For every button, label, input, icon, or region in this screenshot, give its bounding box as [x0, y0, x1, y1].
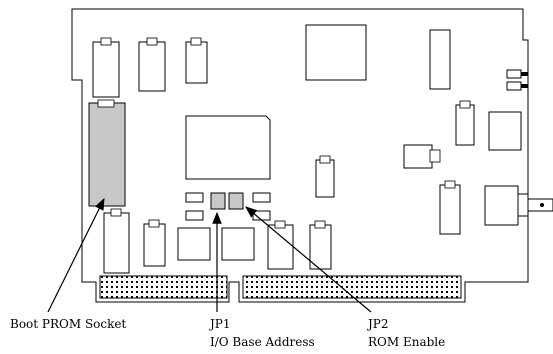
bnc-connector — [484, 185, 553, 226]
callout-jp2 — [245, 206, 372, 313]
chip-bottom-1 — [103, 208, 130, 274]
label-boot-prom-socket: Boot PROM Socket — [10, 317, 126, 331]
chip-right-2 — [439, 180, 461, 235]
chip-bottom-3 — [177, 227, 211, 261]
large-asic-chip — [305, 24, 367, 81]
chip-top-3 — [185, 37, 208, 84]
label-jp1: JP1 — [208, 317, 231, 331]
chip-top-2 — [138, 37, 166, 92]
chip-bottom-6 — [309, 220, 332, 270]
label-jp2-desc: ROM Enable — [368, 335, 445, 349]
chip-bottom-2 — [143, 219, 166, 267]
chip-bottom-4 — [221, 227, 255, 261]
small-components — [185, 192, 271, 221]
led-indicators — [506, 69, 528, 91]
chip-centre-small — [315, 155, 335, 198]
jumper-jp2 — [228, 192, 244, 210]
chip-top-1 — [92, 37, 120, 98]
label-jp1-desc: I/O Base Address — [210, 335, 315, 349]
edge-connector-right — [242, 275, 462, 299]
callout-boot-prom — [47, 197, 105, 313]
label-jp2: JP2 — [366, 317, 389, 331]
jumper-jp1 — [210, 192, 226, 210]
transformer-block — [488, 111, 522, 151]
chip-vertical-right — [429, 29, 451, 90]
controller-chip — [185, 115, 271, 180]
chip-right-1 — [455, 100, 475, 146]
edge-connector-left — [99, 275, 228, 299]
boot-prom-socket — [88, 99, 126, 207]
chip-right-tab — [403, 144, 441, 169]
chip-bottom-5 — [267, 220, 294, 270]
